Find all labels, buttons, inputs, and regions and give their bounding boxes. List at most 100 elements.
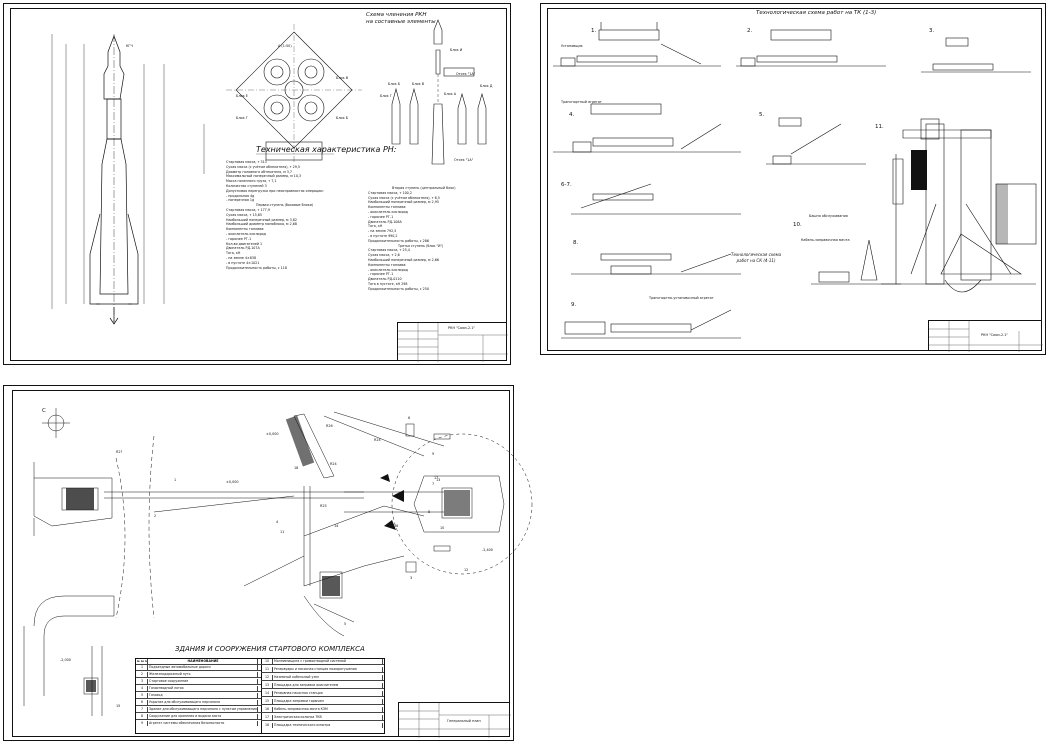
compartment-label: Отсек "1А": [454, 158, 474, 162]
road-label: R25: [320, 504, 327, 508]
block-label: Блок И: [450, 48, 463, 52]
spec-line: Стартовая масса, т 25,4: [368, 248, 410, 253]
spec-line: Стартовая масса, т 177,9: [226, 207, 270, 212]
site-number: 7: [432, 482, 435, 486]
spec-line: - окислитель кислород: [368, 209, 408, 214]
elevation-label: -2,400: [482, 548, 493, 552]
spec-line: - в пустоте 4×1021: [226, 260, 260, 265]
site-number: 13: [436, 478, 441, 482]
site-number: 18: [294, 466, 299, 470]
col-number-header: № по плану: [137, 659, 148, 665]
site-number: 2: [154, 514, 157, 518]
compartment-label: Отсек "1А": [456, 72, 476, 76]
site-number: 10: [440, 526, 445, 530]
annotation-label: Установщик: [561, 44, 583, 48]
step-label: 2.: [747, 28, 753, 34]
spec-line: Продолжительность работы, с 250: [368, 286, 429, 291]
kgch-label: КГЧ: [126, 44, 133, 48]
step-label: 3.: [929, 28, 935, 34]
site-number: 17: [434, 476, 439, 480]
sk-title: Технологическая схема работ на СК (4-11): [731, 252, 782, 263]
step-label: 6-7.: [561, 182, 572, 188]
annotation-label: Транспортно-установочный агрегат: [649, 296, 714, 300]
block-label: Блок Е: [236, 94, 248, 98]
spec-line: Наибольший диаметр моноблока, м 2,68: [226, 222, 297, 227]
elevation-label: -2,000: [60, 658, 71, 662]
spec-line: Двигатель РД-108А: [368, 219, 402, 224]
table-header: № по плану НАИМЕНОВАНИЕ: [136, 659, 261, 666]
site-number: 6: [408, 416, 411, 420]
spec-line: Масса полезного груза, т 7,1: [226, 179, 277, 184]
spec-line: Наибольший поперечный размер, м 3,82: [226, 217, 297, 222]
step-label: 11.: [875, 124, 884, 130]
site-number: 8: [428, 510, 431, 514]
spec-line: Сухая масса (с учётом облекателя), т 6,5: [368, 195, 440, 200]
block-label: Блок А: [444, 92, 457, 96]
spec-line: Стартовая масса, т 313: [226, 160, 267, 164]
rocket-drawing: [51, 19, 487, 325]
spec-line: Двигатель РД-0110: [368, 277, 402, 282]
tk-title: Технологическая схема работ на ТК (1-3): [756, 10, 877, 16]
step-label: 10.: [793, 222, 802, 228]
sheet-frame: [10, 8, 507, 361]
step-label: 1.: [591, 28, 597, 34]
site-number: 16: [394, 524, 399, 528]
road-label: R24: [374, 438, 381, 442]
block-label: Блок В: [336, 76, 349, 80]
stamp-title: Генеральный план: [447, 719, 481, 723]
spec-line: - горючее РГ-1: [368, 272, 394, 277]
sheet-frame: [12, 390, 510, 737]
sheet-rocket-spec: Схема членения РКН на составные элементы…: [3, 3, 511, 365]
annotation-label: Кабель-заправочная мачта: [801, 238, 850, 242]
title-block: Генеральный план: [398, 702, 511, 738]
site-number: 4: [276, 520, 279, 524]
left-spec-list: Стартовая масса, т 313 Сухая масса (с уч…: [226, 160, 356, 270]
stamp-title: РКН "Союз-2.1": [448, 326, 475, 330]
spec-line: Допустимая перегрузка при неисправностях…: [226, 188, 324, 193]
spec-line: - горючее РГ-1: [226, 236, 252, 241]
title-block: РКН "Союз-2.1": [928, 320, 1043, 352]
spec-line: - на земле 792,5: [368, 229, 397, 234]
col-name-header: НАИМЕНОВАНИЕ: [148, 659, 258, 665]
spec-line: Продолжительность работы, с 286: [368, 238, 429, 243]
technology-drawings: [553, 22, 1037, 339]
spec-line: Наибольший поперечный размер, м 2,66: [368, 257, 439, 262]
spec-line: Тяга в пустоте, кН 298: [368, 281, 408, 286]
spec-line: Продолжительность работы, с 118: [226, 265, 287, 270]
spec-line: - продольная 4g: [226, 193, 255, 198]
site-number: 5: [344, 622, 347, 626]
spec-line: Стартовая масса, т 100,2: [368, 190, 412, 195]
compass-label: С: [42, 408, 46, 414]
spec-line: Тяга, кН: [226, 251, 241, 256]
spec-line: - окислитель кислород: [368, 267, 408, 272]
step-label: 9.: [571, 302, 577, 308]
site-number: 9: [432, 452, 435, 456]
spec-line: Диаметр головного обтекателя, м 3,7: [226, 169, 293, 174]
spec-line: - на земле 4×838: [226, 255, 257, 260]
step-label: 5.: [759, 112, 765, 118]
spec-line: - окислитель кислород: [226, 231, 266, 236]
spec-line: Двигатель РД-107А: [226, 246, 260, 251]
site-plan-drawing: [23, 408, 533, 716]
spec-line: Первая ступень (боковые блоки): [256, 203, 314, 208]
spec-line: Количество ступеней 3: [226, 183, 267, 188]
spec-line: Компоненты топлива:: [368, 262, 407, 267]
spec-line: Сухая масса, т 2,6: [368, 253, 400, 258]
